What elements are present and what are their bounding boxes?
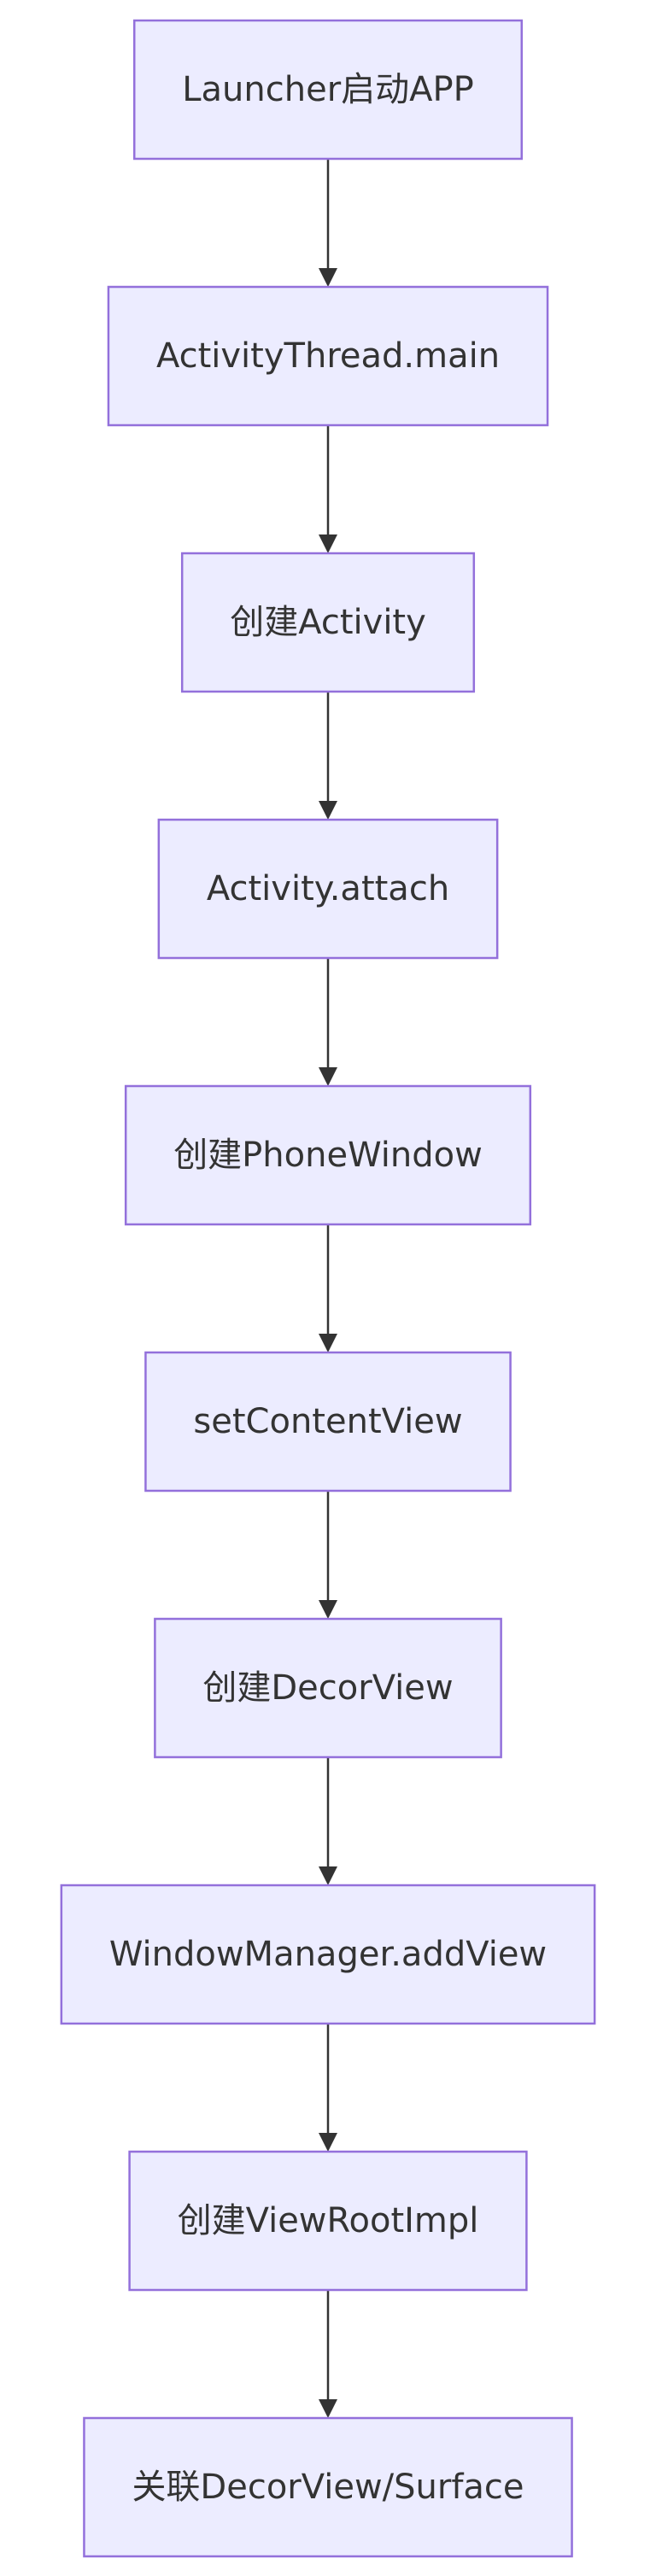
edges-layer (319, 159, 337, 2418)
node-set-content-view: setContentView (144, 1351, 512, 1492)
node-box (60, 1884, 596, 2025)
edge-activity-thread-main-to-create-activity (319, 425, 337, 553)
arrowhead-icon (319, 1600, 337, 1619)
node-create-phone-window: 创建PhoneWindow (124, 1084, 532, 1226)
node-link-decor-view-surface: 关联DecorView/Surface (83, 2416, 573, 2558)
arrowhead-icon (319, 1067, 337, 1086)
node-create-decor-view: 创建DecorView (154, 1617, 502, 1759)
node-box (83, 2416, 573, 2558)
node-launcher: Launcher启动APP (132, 19, 524, 161)
node-box (107, 285, 549, 427)
edge-create-phone-window-to-set-content-view (319, 1224, 337, 1352)
edge-launcher-to-activity-thread-main (319, 159, 337, 287)
node-label: Launcher启动APP (182, 70, 474, 109)
node-label: ActivityThread.main (156, 336, 500, 376)
node-activity-attach: Activity.attach (157, 818, 499, 960)
arrowhead-icon (319, 801, 337, 820)
node-window-manager-add-view: WindowManager.addView (60, 1884, 596, 2025)
arrowhead-icon (319, 1334, 337, 1352)
arrowhead-icon (319, 2133, 337, 2152)
edge-create-activity-to-activity-attach (319, 692, 337, 820)
arrowhead-icon (319, 2399, 337, 2418)
edge-set-content-view-to-create-decor-view (319, 1491, 337, 1619)
edge-create-decor-view-to-window-manager-add-view (319, 1757, 337, 1885)
node-box (180, 552, 476, 693)
node-create-activity: 创建Activity (180, 552, 476, 693)
node-create-view-root-impl: 创建ViewRootImpl (128, 2150, 528, 2292)
edge-activity-attach-to-create-phone-window (319, 958, 337, 1086)
arrowhead-icon (319, 268, 337, 287)
nodes-layer: Launcher启动APP ActivityThread.main 创建Activi… (60, 19, 596, 2558)
node-box (132, 19, 524, 161)
arrowhead-icon (319, 1866, 337, 1885)
node-box (144, 1351, 512, 1492)
node-box (157, 818, 499, 960)
node-label: 创建ViewRootImpl (178, 2201, 479, 2240)
node-label: 关联DecorView/Surface (132, 2468, 524, 2507)
node-label: WindowManager.addView (109, 1935, 547, 1974)
node-label: setContentView (193, 1402, 462, 1441)
edge-window-manager-add-view-to-create-view-root-impl (319, 2024, 337, 2152)
node-label: Activity.attach (207, 869, 449, 908)
node-label: 创建DecorView (202, 1668, 453, 1708)
node-box (128, 2150, 528, 2292)
node-box (154, 1617, 502, 1759)
node-activity-thread-main: ActivityThread.main (107, 285, 549, 427)
edge-create-view-root-impl-to-link-decor-view-surface (319, 2290, 337, 2418)
node-label: 创建PhoneWindow (173, 1136, 483, 1175)
node-box (124, 1084, 532, 1226)
node-label: 创建Activity (230, 603, 426, 642)
arrowhead-icon (319, 534, 337, 553)
